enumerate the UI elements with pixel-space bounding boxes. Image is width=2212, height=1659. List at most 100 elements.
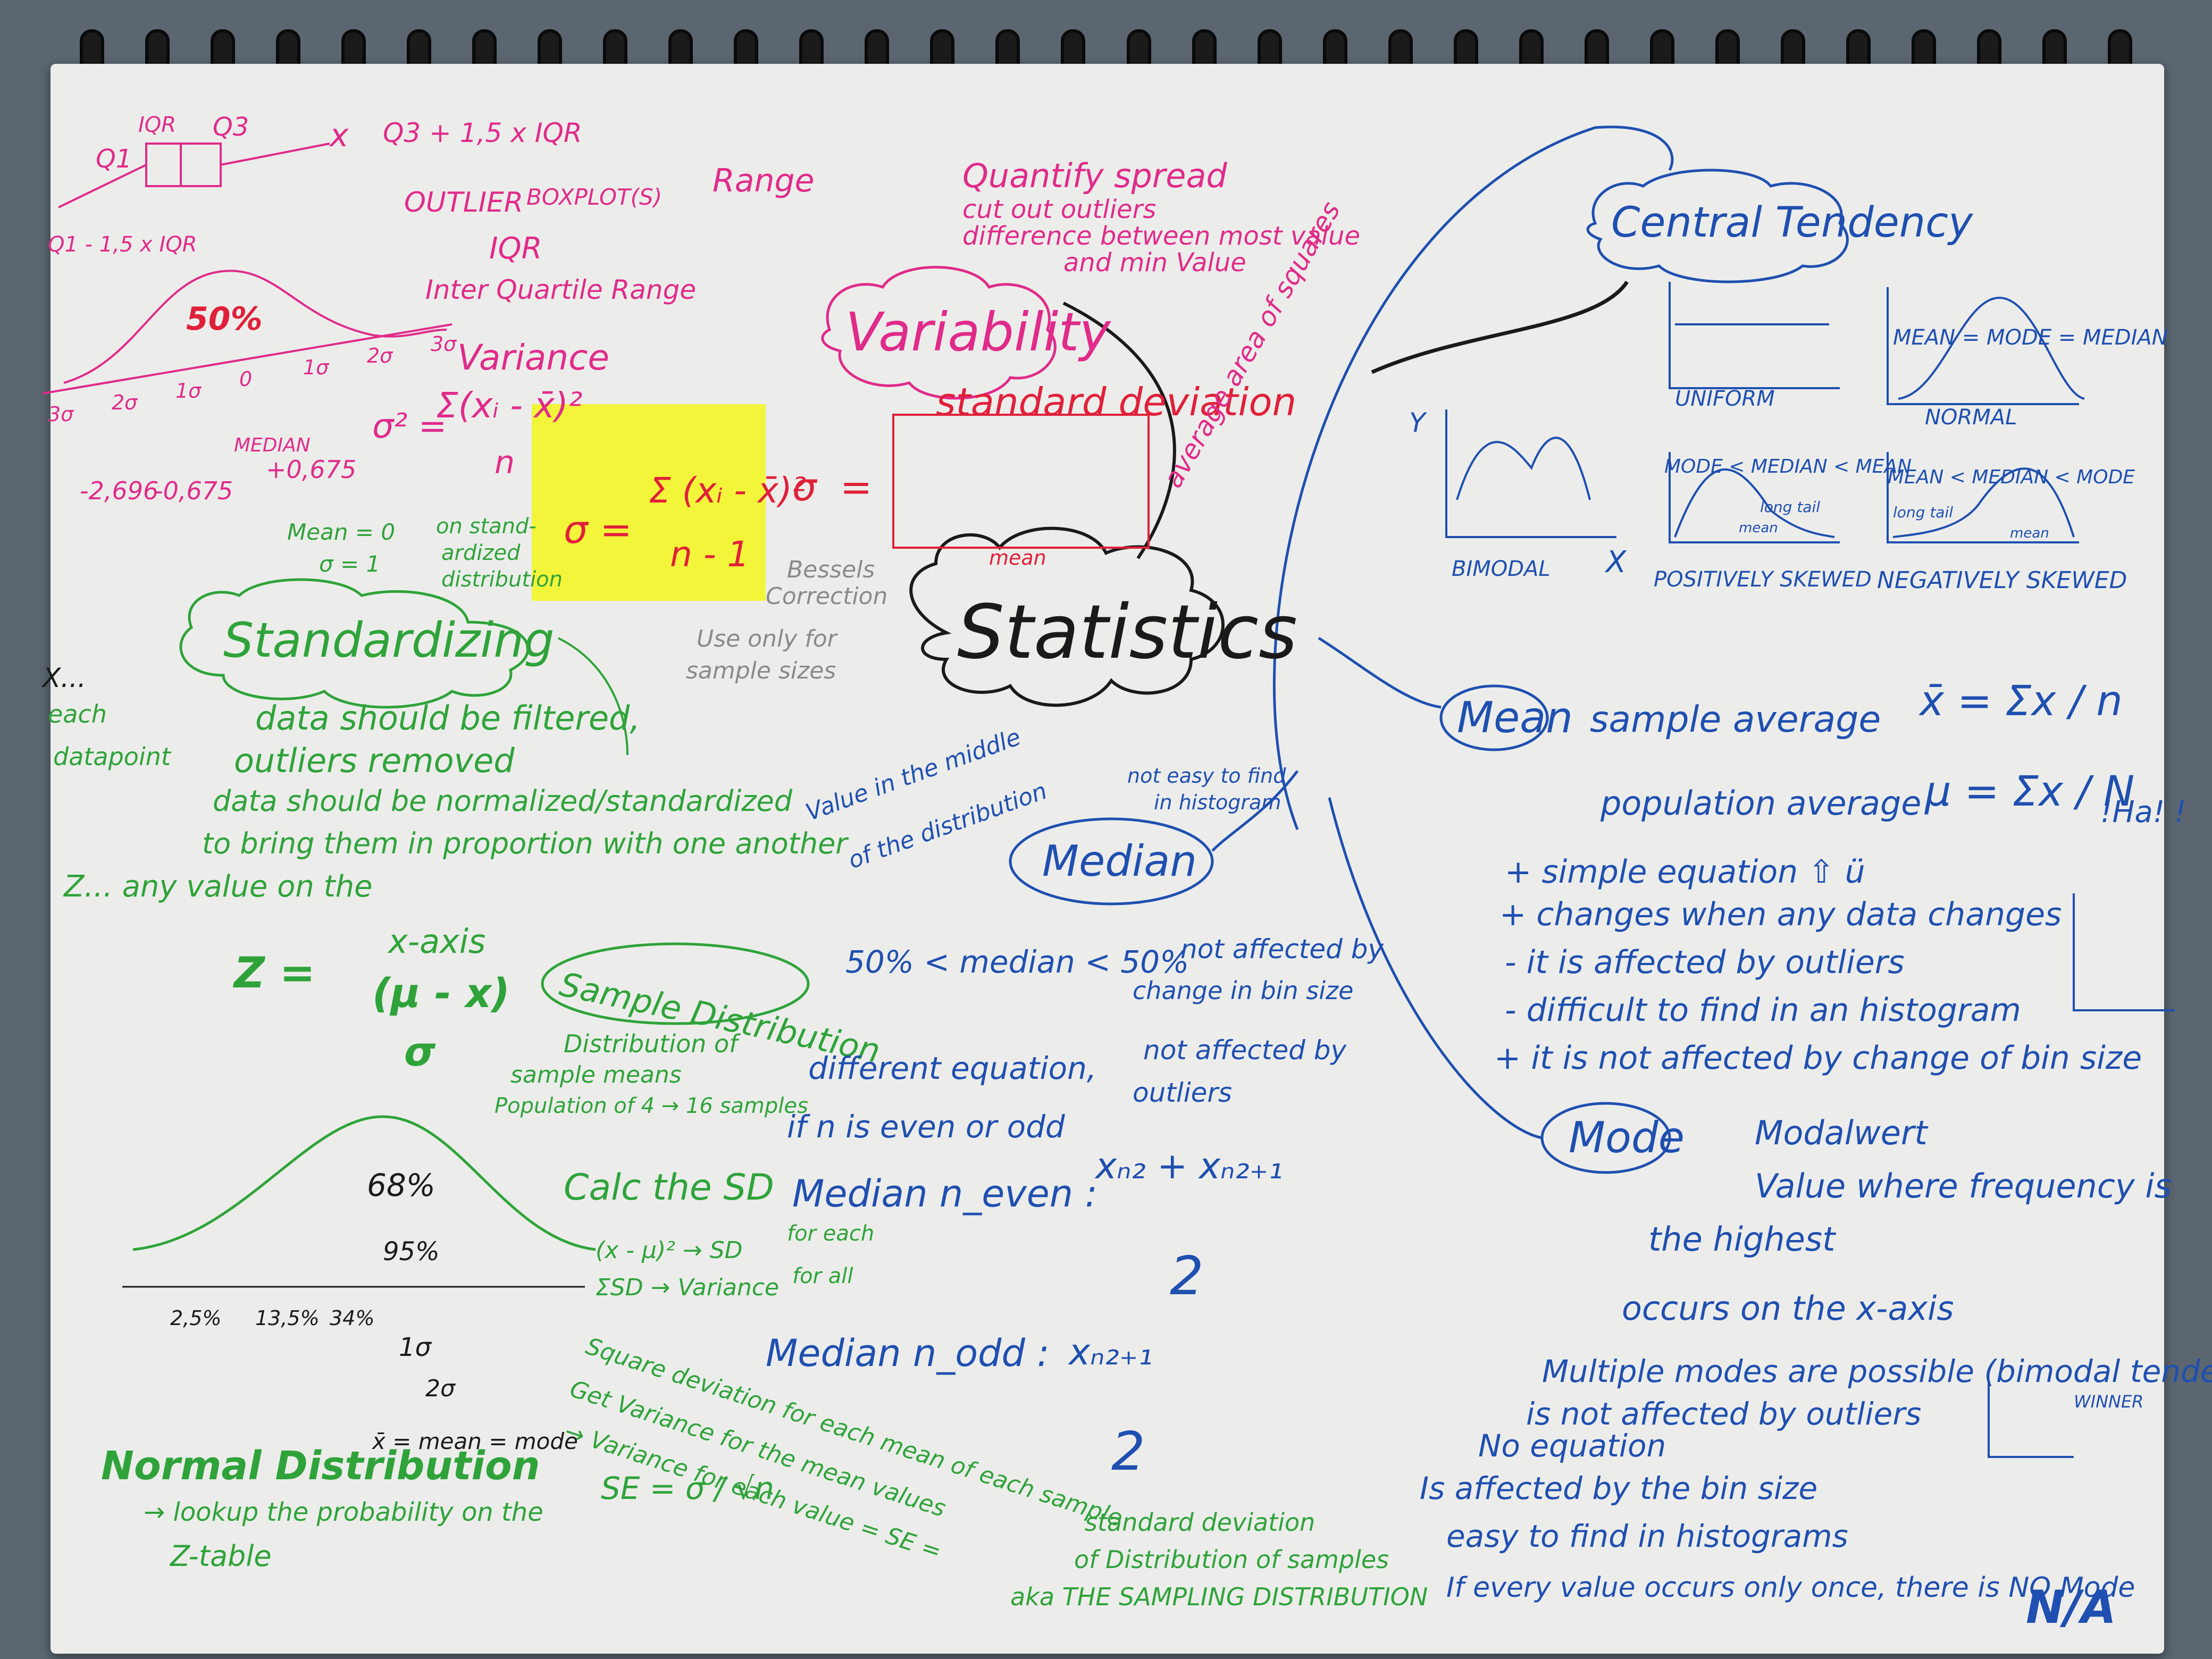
x-note-3: datapoint	[53, 742, 171, 771]
bessel-1: Bessels	[787, 556, 875, 583]
connector-central-blue	[1272, 125, 1674, 830]
variance-lhs: σ² =	[372, 407, 447, 446]
bell-tick-label: 2σ	[112, 391, 138, 414]
normal-1sigma: 1σ	[399, 1333, 431, 1362]
variability-purpose-1: Quantify spread	[962, 156, 1227, 195]
median-even-label: Median n_even :	[792, 1172, 1097, 1216]
median-odd-num: xₙ₂₊₁	[1069, 1331, 1153, 1373]
median-even-den: 2	[1170, 1245, 1204, 1307]
distribution-thumbnails	[1445, 282, 2085, 543]
std-bullet-2: outliers removed	[234, 741, 515, 780]
variability-purpose-3: difference between most value	[962, 221, 1360, 251]
median-split: 50% < median < 50%	[845, 944, 1189, 980]
z-numerator: (μ - x)	[372, 969, 510, 1017]
normal-lookup-2: Z-table	[170, 1539, 272, 1573]
mean-prop-2: + changes when any data changes	[1499, 896, 2062, 933]
mean-note: !Ha! !	[2100, 795, 2186, 830]
mean-prop-5: + it is not affected by change of bin si…	[1494, 1040, 2142, 1077]
mode-prop-5: Multiple modes are possible (bimodal ten…	[1542, 1353, 2212, 1389]
std-bullet-1: data should be filtered,	[255, 699, 641, 738]
mode-winner: WINNER	[2074, 1392, 2144, 1412]
use-only-2: sample sizes	[686, 657, 836, 684]
bell-quartile-1: -2,696	[80, 476, 159, 505]
std-note-5: distribution	[441, 567, 563, 592]
z-note: Z... any value on the	[64, 869, 373, 904]
highlighter-mark	[532, 404, 766, 601]
median-not-outliers-1: not affected by	[1143, 1035, 1347, 1066]
normal-bottom-3: 34%	[330, 1306, 375, 1330]
bell-tick-label: 1σ	[303, 356, 329, 379]
mean-pop-eq: μ = Σx / N	[1925, 768, 2135, 816]
chart-positive: POSITIVELY SKEWED	[1654, 567, 1872, 592]
normal-lookup-1: → lookup the probability on the	[144, 1497, 543, 1527]
sample-step-1: (x - μ)² → SD	[596, 1237, 743, 1264]
boxplot-upper-whisker: Q3 + 1,5 x IQR	[383, 118, 582, 148]
sd-of-2: of Distribution of samples	[1074, 1545, 1389, 1574]
mean-positive: mean	[1739, 520, 1778, 536]
use-only-1: Use only for	[697, 625, 837, 652]
median-hard-1: not easy to find	[1127, 764, 1286, 787]
variability-purpose-4: and min Value	[1063, 248, 1246, 278]
normal-2sigma: 2σ	[425, 1375, 455, 1402]
mean-prop-1: + simple equation ⇧ ü	[1505, 853, 1865, 891]
median-diff-2: if n is even or odd	[787, 1109, 1065, 1145]
sd-grid	[892, 414, 1150, 549]
standardizing-title: Standardizing	[223, 613, 555, 668]
mean-sample: sample average	[1590, 699, 1881, 741]
iqr-full: Inter Quartile Range	[425, 274, 697, 305]
mean-title: Mean	[1457, 693, 1573, 742]
mode-prop-2: Value where frequency is	[1755, 1167, 2172, 1205]
x-note-2: each	[48, 700, 107, 728]
boxplot-x-mark: x	[330, 117, 349, 154]
chart-bimodal: BIMODAL	[1452, 557, 1551, 581]
standardizing-cloud	[179, 578, 530, 709]
long-tail-positive: long tail	[1760, 498, 1821, 516]
variance-numerator: Σ(xᵢ - x̄)²	[436, 385, 583, 426]
median-even-num: xₙ₂ + xₙ₂₊₁	[1095, 1145, 1283, 1187]
sd-numerator: Σ (xᵢ - x̄)²	[649, 470, 807, 511]
median-odd-label: Median n_odd :	[766, 1331, 1050, 1375]
negative-label: MEAN < MEDIAN < MODE	[1888, 466, 2135, 488]
mean-prop-4: - difficult to find in an histogram	[1505, 992, 2021, 1029]
long-tail-negative: long tail	[1893, 504, 1954, 521]
connector-to-median	[1211, 770, 1298, 852]
boxplot-box	[145, 143, 222, 187]
normal-title: Normal Distribution	[101, 1443, 540, 1489]
std-note-3: on stand-	[436, 514, 537, 539]
sd-sigma: σ	[792, 465, 817, 509]
bell-tick-label: 3σ	[431, 332, 457, 356]
normal-95: 95%	[383, 1237, 440, 1267]
std-bullet-3: data should be normalized/standardized	[213, 784, 793, 818]
sd-of: standard deviation	[1085, 1508, 1316, 1537]
for-all: for all	[792, 1264, 853, 1288]
x-axis-label: x-axis	[388, 922, 486, 961]
median-not-bins-1: not affected by	[1180, 934, 1384, 965]
connector-statistics-variability	[1062, 301, 1176, 559]
mode-prop-6: is not affected by outliers	[1526, 1396, 1922, 1432]
median-hard-2: in histogram	[1154, 791, 1281, 814]
bell-tick-label: 2σ	[367, 344, 393, 367]
chart-uniform: UNIFORM	[1675, 387, 1775, 411]
bimodal-x-axis: X	[1606, 545, 1627, 580]
mean-population: population average	[1601, 784, 1922, 823]
boxplot-lower-whisker: Q1 - 1,5 x IQR	[48, 232, 197, 257]
mode-prop-10: If every value occurs only once, there i…	[1446, 1572, 2135, 1604]
normal-bottom-2: 13,5%	[255, 1306, 320, 1330]
boxplot-q3: Q3	[213, 112, 249, 142]
std-note-2: σ = 1	[319, 551, 381, 577]
mode-na: N/A	[2026, 1581, 2116, 1634]
variability-purpose-2: cut out outliers	[962, 195, 1157, 224]
median-title: Median	[1042, 836, 1197, 886]
mean-prop-3: - it is affected by outliers	[1505, 944, 1905, 981]
central-title: Central Tendency	[1611, 199, 1973, 247]
sample-dist-desc-1: Distribution of	[564, 1029, 738, 1058]
std-note-4: ardized	[441, 541, 521, 565]
sd-lhs: σ =	[564, 507, 632, 552]
chart-negative: NEGATIVELY SKEWED	[1877, 567, 2127, 594]
sd-mean-mark: mean	[989, 546, 1046, 569]
bell-quartile-2: -0,675	[154, 476, 233, 505]
chart-normal: NORMAL	[1925, 405, 2017, 430]
normal-68: 68%	[367, 1167, 435, 1203]
sd-title: standard deviation	[936, 380, 1297, 424]
